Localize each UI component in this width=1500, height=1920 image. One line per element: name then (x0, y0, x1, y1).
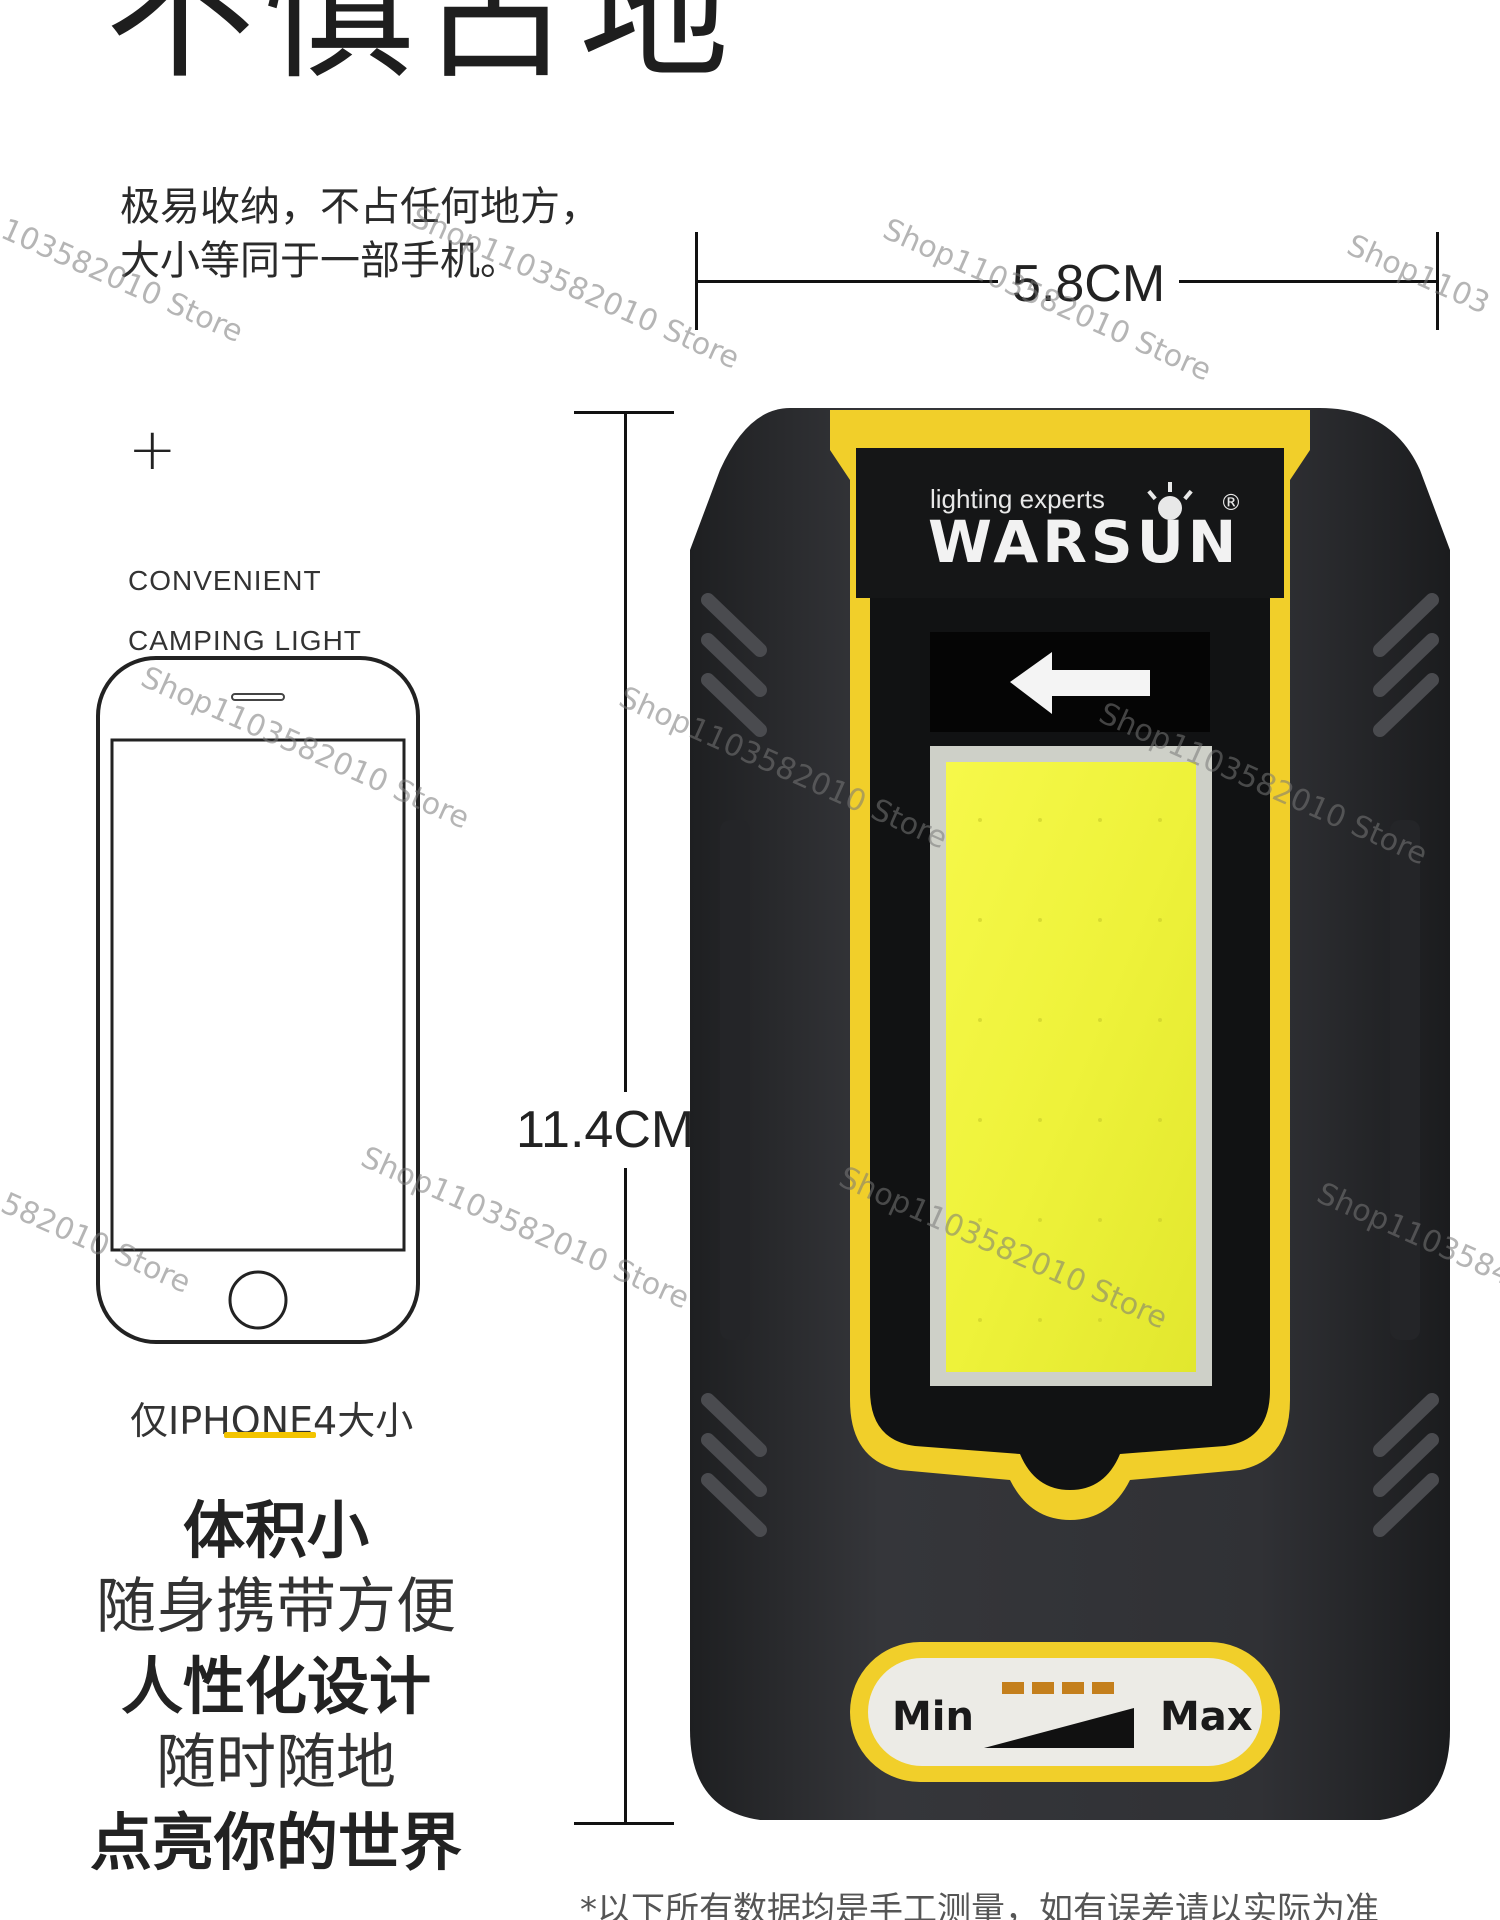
intro-line-1: 极易收纳，不占任何地方， (120, 184, 600, 230)
left-grip-ridges (701, 593, 767, 1537)
slogan-line: 随身携带方便 (96, 1572, 456, 1642)
right-grip-ridges (1373, 593, 1439, 1537)
phone-outline-icon (96, 656, 420, 1344)
measurement-footnote: *以下所有数据均是手工测量，如有误差请以实际为准 (580, 1890, 1379, 1920)
slogan-line: 随时随地 (156, 1728, 396, 1798)
intro-line-2: 大小等同于一部手机。 (120, 238, 520, 284)
brightness-ramp-icon (984, 1708, 1134, 1748)
brand-name: WARSUN (928, 508, 1240, 576)
width-dimension-tick-right (1436, 232, 1439, 330)
brand-tagline: lighting experts (930, 484, 1105, 514)
brightness-control-inner (868, 1658, 1262, 1766)
slogan-line: 点亮你的世界 (89, 1806, 462, 1879)
slogan-line: 人性化设计 (120, 1650, 431, 1723)
caption-underline (224, 1432, 316, 1438)
convenient-camping-label: CONVENIENT CAMPING LIGHT (128, 536, 362, 686)
left-side-groove (720, 820, 750, 1340)
brightness-min-label: Min (892, 1694, 974, 1740)
registered-mark: ® (1220, 491, 1242, 516)
convenient-line-2: CAMPING LIGHT (128, 625, 362, 656)
plus-sign: + (128, 415, 177, 483)
right-side-groove (1390, 820, 1420, 1340)
cob-led-panel (946, 762, 1196, 1372)
warsun-work-light-illustration: lighting experts WARSUN ® Min Max (690, 408, 1450, 1820)
brightness-level-indicators (1002, 1682, 1114, 1694)
left-arrow-icon (1010, 652, 1150, 714)
page-title: 不慎占地 (105, 0, 738, 100)
height-dimension-tick-bottom (574, 1822, 674, 1825)
convenient-line-1: CONVENIENT (128, 565, 322, 596)
cob-led-dots (978, 818, 1162, 1322)
brand-badge (856, 448, 1284, 598)
height-dimension-tick-top (574, 411, 674, 414)
width-dimension-tick-left (695, 232, 698, 330)
height-dimension-label: 11.4CM (516, 1092, 695, 1168)
intro-text: 极易收纳，不占任何地方， 大小等同于一部手机。 (120, 180, 600, 288)
width-dimension-label: 5.8CM (998, 258, 1180, 310)
brightness-max-label: Max (1160, 1694, 1253, 1740)
sun-logo-icon (1147, 482, 1193, 520)
slogan-line: 体积小 (182, 1494, 369, 1567)
watermark: Shop1103 (1341, 228, 1495, 322)
